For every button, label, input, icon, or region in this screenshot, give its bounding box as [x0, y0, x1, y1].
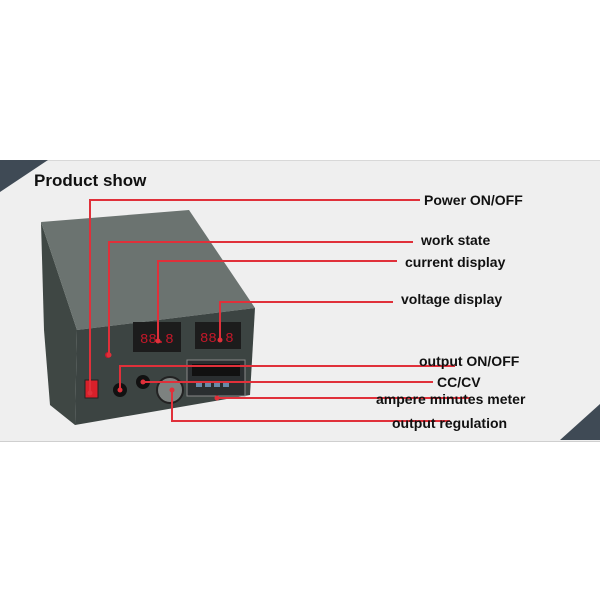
label-output-regulation: output regulation: [392, 415, 508, 431]
callout-voltage-display: [219, 301, 393, 340]
corner-stripe-top: [0, 160, 48, 192]
callout-output-regulation: [171, 390, 450, 422]
power-switch: [84, 379, 99, 399]
callout-dot: [106, 352, 112, 358]
label-voltage-display: voltage display: [401, 291, 503, 307]
label-power-onoff: Power ON/OFF: [424, 192, 523, 208]
callout-dot: [169, 387, 175, 393]
label-output-onoff: output ON/OFF: [419, 353, 520, 369]
voltage-display: [195, 322, 241, 349]
callout-dots: [87, 337, 223, 401]
meter-button: [214, 382, 220, 387]
callout-power: [89, 199, 420, 395]
callout-output-onoff: [119, 365, 455, 390]
callout-current-display: [157, 260, 397, 342]
meter-button: [196, 382, 202, 387]
callout-dot: [117, 387, 123, 393]
label-ampere-minutes-meter: ampere minutes meter: [376, 391, 526, 407]
meter-button: [205, 382, 211, 387]
label-cc-cv: CC/CV: [437, 374, 481, 390]
corner-stripe-bottom: [560, 404, 600, 440]
callout-dot: [217, 337, 223, 343]
callout-dot: [140, 379, 146, 385]
callout-dot: [155, 338, 161, 344]
callout-lines: [89, 199, 470, 422]
callout-work-state: [108, 241, 413, 355]
callout-dot: [214, 395, 220, 401]
device-side: [41, 222, 77, 425]
voltage-display-digits: 88.8: [200, 331, 234, 347]
device-top: [41, 210, 255, 330]
section-title: Product show: [34, 171, 147, 190]
label-work-state: work state: [421, 232, 491, 248]
label-current-display: current display: [405, 254, 506, 270]
callout-dot: [87, 390, 93, 396]
meter-button: [223, 382, 229, 387]
